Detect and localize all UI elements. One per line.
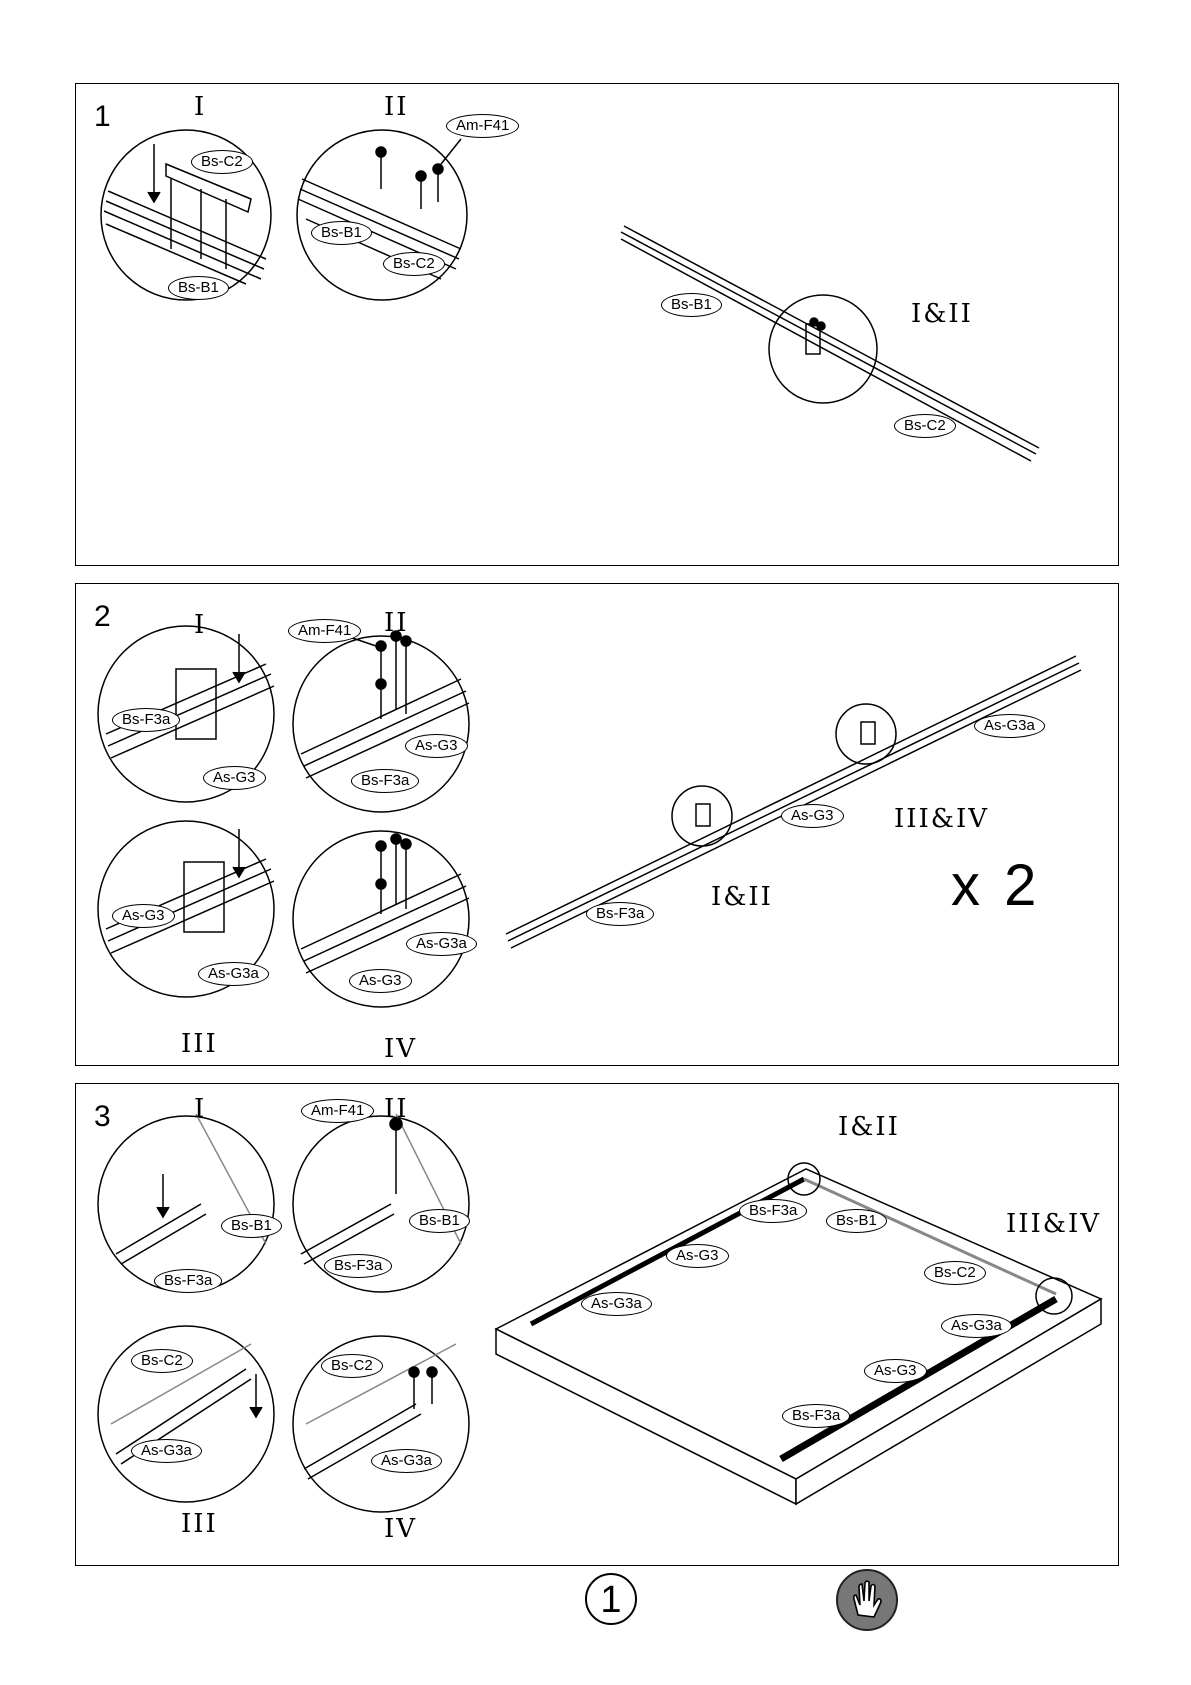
detail-label-ii: II [384, 1094, 409, 1124]
part-tag: As-G3a [131, 1439, 202, 1463]
part-tag: Bs-F3a [324, 1254, 393, 1278]
part-tag: Bs-F3a [782, 1404, 851, 1428]
step-2-panel: 2 I II III IV I&II III&IV x 2 Bs-F3a As-… [75, 583, 1119, 1066]
step-1-panel: 1 I II I&II Bs-C2 Bs-B1 Am-F41 Bs-B1 Bs-… [75, 83, 1119, 566]
part-tag: As-G3 [203, 766, 266, 790]
step-number: 1 [94, 100, 111, 133]
part-tag: As-G3a [371, 1449, 442, 1473]
main-label-i-ii: I&II [711, 882, 773, 912]
part-tag: As-G3 [349, 969, 412, 993]
part-tag: Bs-B1 [826, 1209, 887, 1233]
part-tag: As-G3 [405, 734, 468, 758]
part-tag: Bs-F3a [351, 769, 420, 793]
detail-label-iv: IV [384, 1514, 418, 1544]
step-3-panel: 3 I II III IV I&II III&IV Bs-B1 Bs-F3a A… [75, 1083, 1119, 1566]
main-label-iii-iv: III&IV [1006, 1209, 1102, 1239]
part-tag: Bs-C2 [131, 1349, 193, 1373]
detail-label-i: I [194, 1094, 207, 1124]
step-1-rail [620, 225, 1040, 462]
detail-circle-2 [296, 129, 468, 301]
part-tag: Bs-C2 [191, 150, 253, 174]
part-tag: As-G3a [941, 1314, 1012, 1338]
part-tag: As-G3a [406, 932, 477, 956]
part-tag: As-G3 [666, 1244, 729, 1268]
part-tag: Bs-F3a [586, 902, 655, 926]
part-tag: Bs-B1 [409, 1209, 470, 1233]
part-tag: Bs-C2 [894, 414, 956, 438]
part-tag: Am-F41 [446, 114, 520, 138]
part-tag: Bs-B1 [661, 293, 722, 317]
detail-label-iii: III [181, 1029, 218, 1059]
detail-label-ii: II [384, 608, 409, 638]
detail-label-i: I [194, 610, 207, 640]
part-tag: Bs-F3a [739, 1199, 808, 1223]
quantity-multiplier: x 2 [951, 853, 1041, 918]
part-tag: As-G3 [112, 904, 175, 928]
detail-circle-1 [100, 129, 272, 301]
part-tag: Bs-C2 [321, 1354, 383, 1378]
part-tag: As-G3 [864, 1359, 927, 1383]
part-tag: Bs-B1 [168, 276, 229, 300]
gloves-icon [836, 1569, 898, 1631]
detail-label-ii: II [384, 92, 409, 122]
main-label-i-ii: I&II [838, 1112, 900, 1142]
part-tag: Am-F41 [288, 619, 362, 643]
step-number: 3 [94, 1100, 111, 1133]
part-tag: Bs-C2 [924, 1261, 986, 1285]
part-tag: As-G3a [581, 1292, 652, 1316]
part-tag: As-G3 [781, 804, 844, 828]
detail-label-i: I [194, 92, 207, 122]
detail-label-iii: III [181, 1509, 218, 1539]
detail-label-iv: IV [384, 1034, 418, 1064]
part-tag: Am-F41 [301, 1099, 375, 1123]
part-tag: Bs-F3a [112, 708, 181, 732]
main-label-i-ii: I&II [911, 299, 973, 329]
part-tag: As-G3a [974, 714, 1045, 738]
main-label-iii-iv: III&IV [894, 804, 990, 834]
step-3-drawing [97, 1113, 1103, 1513]
part-tag: As-G3a [198, 962, 269, 986]
part-tag: Bs-B1 [221, 1214, 282, 1238]
step-number: 2 [94, 600, 111, 633]
part-tag: Bs-F3a [154, 1269, 223, 1293]
part-tag: Bs-C2 [383, 252, 445, 276]
page-number: 1 [585, 1573, 637, 1625]
part-tag: Bs-B1 [311, 221, 372, 245]
